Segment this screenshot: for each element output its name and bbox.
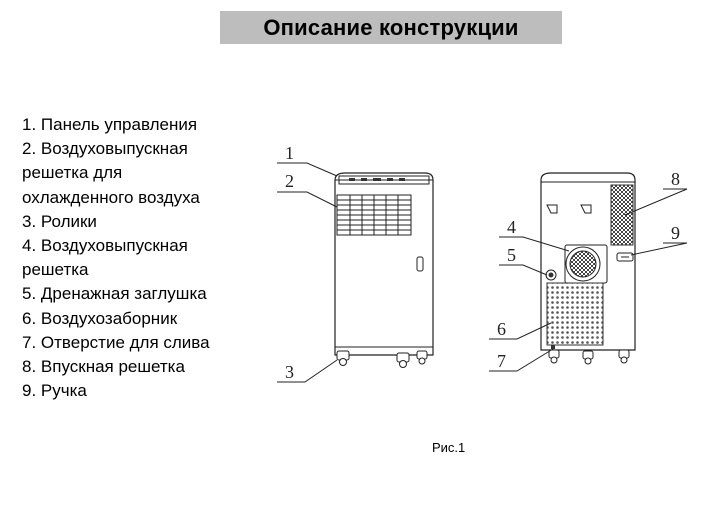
- callout-8: 8: [624, 169, 688, 216]
- rear-unit: [540, 172, 636, 365]
- svg-text:9: 9: [671, 223, 680, 243]
- air-intake: [546, 282, 604, 346]
- legend-item-air-outlet-grille: 4. Воздуховыпускная решетка: [22, 236, 188, 280]
- legend-item-inlet-grille: 8. Впускная решетка: [22, 357, 185, 377]
- front-unit: [334, 172, 434, 368]
- callout-6: 6: [489, 319, 552, 340]
- page-title: Описание конструкции: [263, 14, 519, 40]
- svg-text:4: 4: [507, 217, 516, 237]
- page-title-banner: Описание конструкции: [220, 11, 562, 44]
- legend-item-handle: 9. Ручка: [22, 381, 87, 401]
- svg-text:5: 5: [507, 245, 516, 265]
- side-handle: [416, 256, 424, 272]
- svg-text:3: 3: [285, 362, 294, 382]
- callout-3: 3: [277, 359, 338, 383]
- callout-1: 1: [277, 143, 338, 177]
- callout-2: 2: [277, 171, 338, 208]
- legend-item-cool-air-outlet-grille: 2. Воздуховыпускная решетка для охлажден…: [22, 139, 200, 207]
- inlet-grille: [610, 184, 634, 246]
- air-conditioner-diagram: 1 2 3: [265, 135, 705, 395]
- control-panel: [338, 175, 430, 185]
- legend-item-control-panel: 1. Панель управления: [22, 115, 198, 134]
- drain-hole: [551, 345, 555, 349]
- callout-9: 9: [630, 223, 688, 256]
- air-conditioner-illustration: 1 2 3: [277, 143, 688, 383]
- parts-legend: 1. Панель управления 2. Воздуховыпускная…: [22, 113, 237, 403]
- legend-item-drain-plug: 5. Дренажная заглушка: [22, 284, 207, 304]
- svg-text:2: 2: [285, 171, 294, 191]
- rear-handle-left: [546, 204, 558, 214]
- air-outlet-grille: [564, 244, 608, 284]
- legend-item-drain-hole: 7. Отверстие для слива: [22, 332, 210, 352]
- cool-air-outlet-grille: [336, 194, 412, 236]
- callout-4: 4: [499, 217, 570, 252]
- drain-plug: [545, 269, 557, 281]
- figure-caption: Рис.1: [432, 440, 466, 455]
- legend-item-casters: 3. Ролики: [22, 211, 97, 231]
- callout-5: 5: [499, 245, 548, 276]
- svg-text:1: 1: [285, 143, 294, 163]
- callout-7: 7: [489, 348, 554, 372]
- svg-text:6: 6: [497, 319, 506, 339]
- casters: [336, 350, 428, 368]
- legend-item-air-intake: 6. Воздухозаборник: [22, 308, 178, 328]
- svg-text:7: 7: [497, 351, 506, 371]
- svg-text:8: 8: [671, 169, 680, 189]
